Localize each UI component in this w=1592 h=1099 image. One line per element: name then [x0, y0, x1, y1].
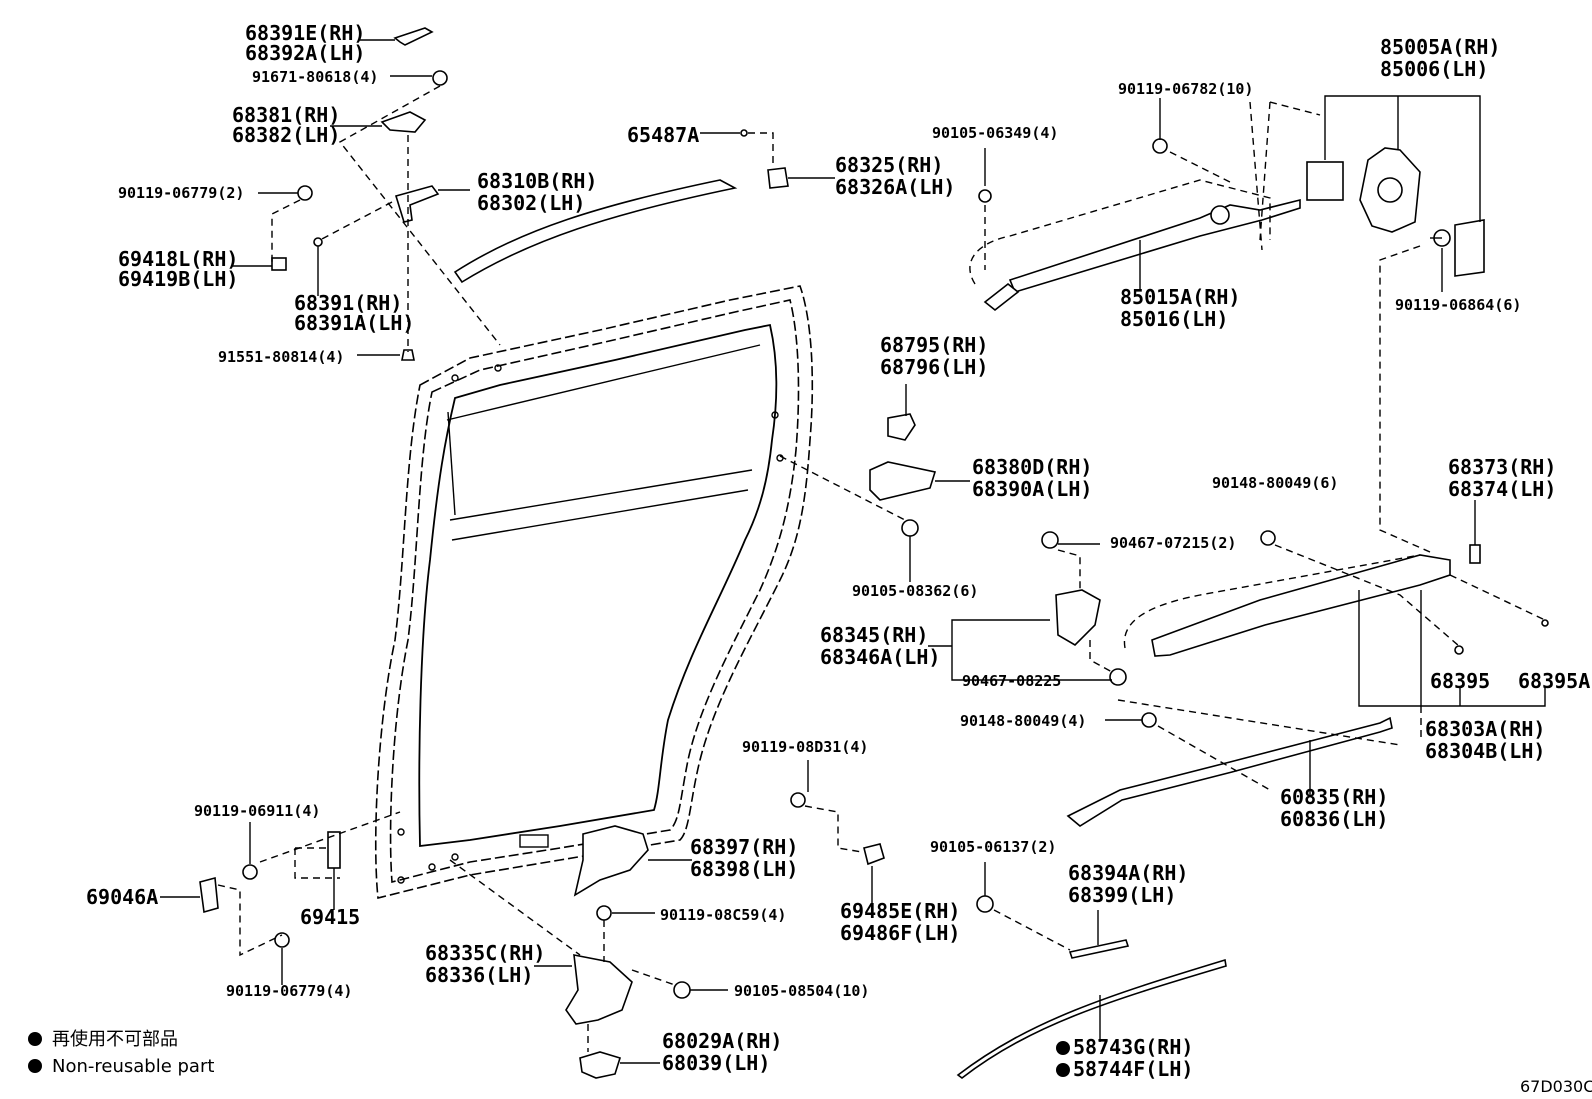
label-68796: 68796(LH) — [880, 355, 988, 379]
label-68392A: 68392A(LH) — [245, 41, 365, 65]
lower-trim-strip — [956, 895, 1227, 1080]
bullet-icon — [28, 1032, 42, 1046]
label-60835: 60835(RH) — [1280, 785, 1388, 809]
label-69485E: 69485E(RH) — [840, 899, 960, 923]
label-90119-08C59: 90119-08C59(4) — [660, 906, 786, 924]
lower-rail — [1066, 712, 1393, 827]
label-58744F: 58744F(LH) — [1073, 1057, 1193, 1081]
diagram-code: 67D030C — [1520, 1077, 1592, 1096]
label-85005A: 85005A(RH) — [1380, 35, 1500, 59]
label-68398: 68398(LH) — [690, 857, 798, 881]
label-68325: 68325(RH) — [835, 153, 943, 177]
label-68395A: 68395A — [1518, 669, 1590, 693]
label-69486F: 69486F(LH) — [840, 921, 960, 945]
label-68326A: 68326A(LH) — [835, 175, 955, 199]
label-68391: 68391(RH) — [294, 291, 402, 315]
label-90148-80049-4: 90148-80049(4) — [960, 712, 1086, 730]
label-90467-07215: 90467-07215(2) — [1110, 534, 1236, 552]
label-90119-06779-4: 90119-06779(4) — [226, 982, 352, 1000]
label-68336: 68336(LH) — [425, 963, 533, 987]
label-68029A: 68029A(RH) — [662, 1029, 782, 1053]
label-85016: 85016(LH) — [1120, 307, 1228, 331]
center-rail — [1151, 544, 1549, 657]
label-69419B: 69419B(LH) — [118, 267, 238, 291]
label-68399: 68399(LH) — [1068, 883, 1176, 907]
label-90467-08225: 90467-08225 — [962, 672, 1061, 690]
label-90105-06349: 90105-06349(4) — [932, 124, 1058, 142]
label-90119-06911: 90119-06911(4) — [194, 802, 320, 820]
label-68310B: 68310B(RH) — [477, 169, 597, 193]
upper-roller-bracket — [271, 27, 448, 361]
label-68335C: 68335C(RH) — [425, 941, 545, 965]
upper-rail — [453, 129, 789, 284]
label-68039: 68039(LH) — [662, 1051, 770, 1075]
label-68795: 68795(RH) — [880, 333, 988, 357]
label-68346A: 68346A(LH) — [820, 645, 940, 669]
label-90119-06779-2: 90119-06779(2) — [118, 184, 244, 202]
label-69418L: 69418L(RH) — [118, 247, 238, 271]
label-68381: 68381(RH) — [232, 103, 340, 127]
label-91551: 91551-80814(4) — [218, 348, 344, 366]
center-hinge — [869, 413, 937, 537]
label-91671: 91671-80618(4) — [252, 68, 378, 86]
lower-guide-block — [790, 792, 885, 866]
label-68394A: 68394A(RH) — [1068, 861, 1188, 885]
label-68390A: 68390A(LH) — [972, 477, 1092, 501]
door-control-cable — [978, 138, 1301, 312]
door-lock-motor — [1306, 147, 1485, 277]
label-65487A: 65487A — [627, 123, 699, 147]
label-90119-08D31: 90119-08D31(4) — [742, 738, 868, 756]
label-68391A: 68391A(LH) — [294, 311, 414, 335]
bullet-icon — [28, 1059, 42, 1073]
label-68373: 68373(RH) — [1448, 455, 1556, 479]
legend: 再使用不可部品 Non-reusable part — [28, 1029, 214, 1077]
label-90105-08504: 90105-08504(10) — [734, 982, 869, 1000]
label-85015A: 85015A(RH) — [1120, 285, 1240, 309]
label-68395: 68395 — [1430, 669, 1490, 693]
non-reusable-dot-icon — [1056, 1063, 1070, 1077]
striker-plate — [199, 831, 341, 948]
label-68391E: 68391E(RH) — [245, 21, 365, 45]
label-68304B: 68304B(LH) — [1425, 739, 1545, 763]
door-panel — [374, 285, 814, 899]
label-68345: 68345(RH) — [820, 623, 928, 647]
label-58743G: 58743G(RH) — [1073, 1035, 1193, 1059]
legend-jp: 再使用不可部品 — [52, 1029, 178, 1050]
label-68303A: 68303A(RH) — [1425, 717, 1545, 741]
label-90148-80049-6: 90148-80049(6) — [1212, 474, 1338, 492]
label-68302: 68302(LH) — [477, 191, 585, 215]
label-90119-06864: 90119-06864(6) — [1395, 296, 1521, 314]
label-69046A: 69046A — [86, 885, 158, 909]
callout-labels: 68391E(RH) 68392A(LH) 91671-80618(4) 683… — [86, 21, 1590, 1081]
label-90105-08362: 90105-08362(6) — [852, 582, 978, 600]
label-90119-06782: 90119-06782(10) — [1118, 80, 1253, 98]
label-68397: 68397(RH) — [690, 835, 798, 859]
lower-hinge-cover — [573, 825, 649, 897]
label-68382: 68382(LH) — [232, 123, 340, 147]
center-roller — [1041, 530, 1276, 686]
legend-en: Non-reusable part — [52, 1056, 214, 1077]
label-90105-06137: 90105-06137(2) — [930, 838, 1056, 856]
non-reusable-dot-icon — [1056, 1041, 1070, 1055]
label-68380D: 68380D(RH) — [972, 455, 1092, 479]
label-60836: 60836(LH) — [1280, 807, 1388, 831]
label-69415: 69415 — [300, 905, 360, 929]
label-68374: 68374(LH) — [1448, 477, 1556, 501]
label-85006: 85006(LH) — [1380, 57, 1488, 81]
